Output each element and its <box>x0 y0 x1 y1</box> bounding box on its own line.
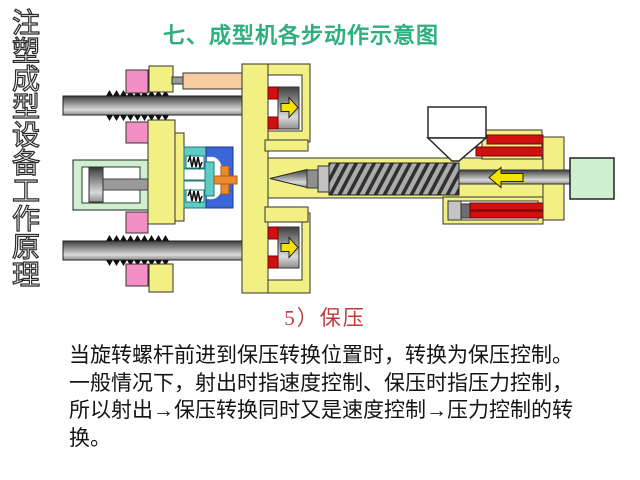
step-heading: 5）保压 <box>284 306 366 330</box>
moving-platen <box>147 119 185 225</box>
sprue-runner <box>213 165 238 195</box>
clamp-arrow-right-icon-bottom <box>280 236 299 259</box>
hopper <box>426 106 489 162</box>
ejector-rod <box>101 178 149 191</box>
vertical-title: 注塑成型设备工作原理 <box>7 7 39 288</box>
clamp-cylinder-top <box>267 63 311 143</box>
mold-fixed-half <box>204 146 238 209</box>
tie-bar-top <box>62 90 244 121</box>
injection-cylinder-top <box>475 129 544 160</box>
body-line: 换。 <box>69 425 111 450</box>
ejector-piston <box>88 167 104 203</box>
drive-block <box>569 157 615 200</box>
stationary-platen <box>241 63 269 294</box>
mold-core <box>204 161 215 197</box>
page-title: 七、成型机各步动作示意图 <box>162 23 439 48</box>
injection-cylinder-bottom <box>442 196 544 225</box>
body-text: 当旋转螺杆前进到保压转换位置时，转换为保压控制。 一般情况下，射出时指速度控制、… <box>69 342 589 452</box>
body-line: 当旋转螺杆前进到保压转换位置时，转换为保压控制。 <box>69 343 573 367</box>
screw-assembly <box>269 162 572 196</box>
ejector-cylinder <box>72 159 149 211</box>
screw-arrow-left-icon <box>488 166 524 189</box>
body-line: 所以射出→保压转换同时又是速度控制→压力控制的转 <box>69 398 573 422</box>
body-line: 一般情况下，射出时指速度控制、保压时指压力控制， <box>69 370 573 395</box>
clamp-arrow-right-icon-top <box>280 96 299 119</box>
screw-flights <box>328 162 460 196</box>
tie-bar-bottom <box>62 235 244 266</box>
push-rod <box>182 72 244 90</box>
mold-moving-half <box>183 146 207 209</box>
clamp-cylinder-bottom <box>267 212 311 294</box>
